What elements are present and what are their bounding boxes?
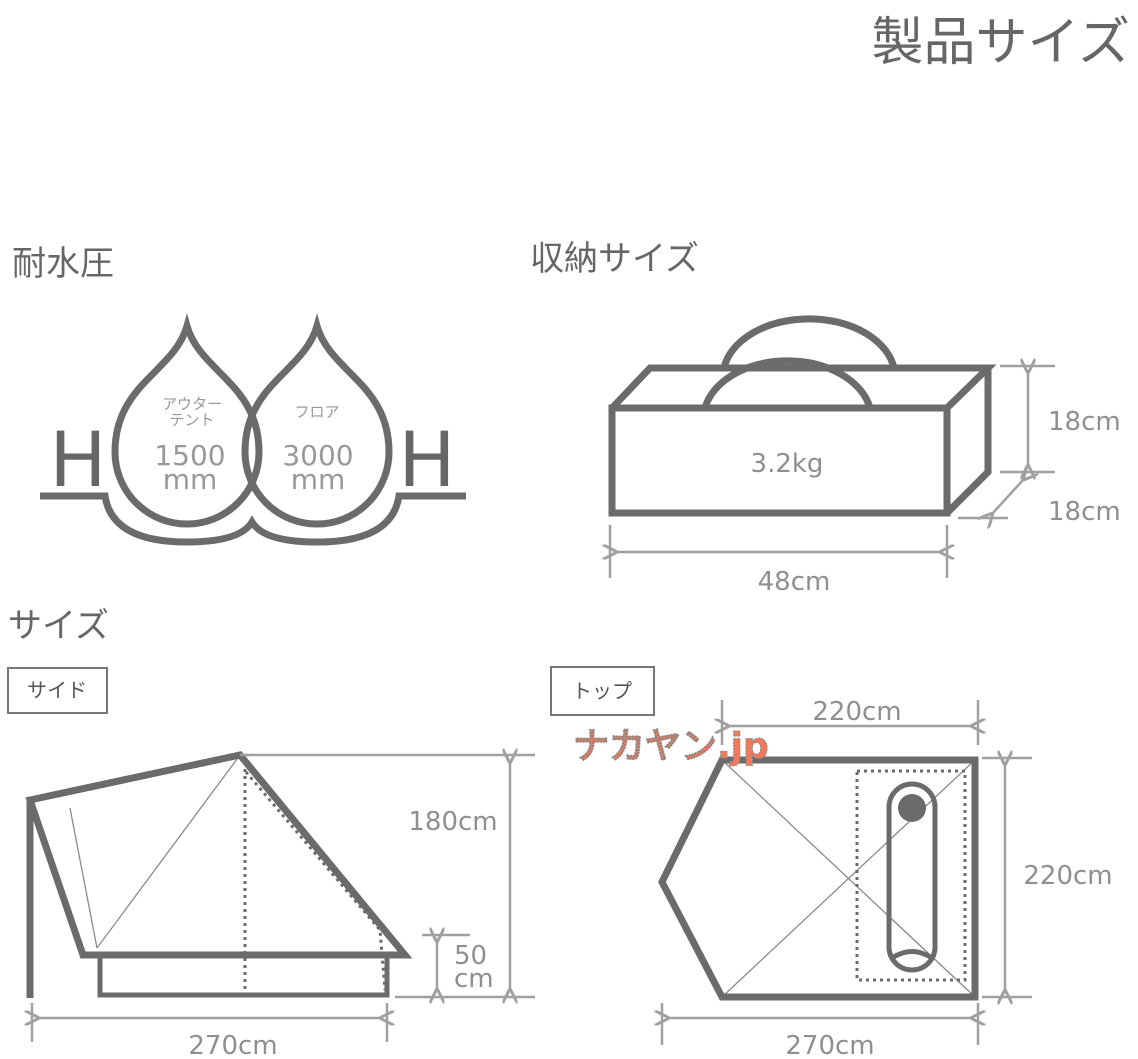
size-heading: サイズ xyxy=(8,606,109,646)
floor-height-unit: cm xyxy=(454,964,494,994)
floor-unit: mm xyxy=(291,463,346,496)
side-view-label: サイド xyxy=(27,678,87,702)
watermark: ナカヤン.jp xyxy=(573,726,769,767)
storage-section: 収納サイズ 3.2kg 18cm 18cm 48cm xyxy=(530,239,1121,597)
water-level-line xyxy=(40,492,466,546)
floor-height-value: 50 xyxy=(454,941,487,971)
bag-weight: 3.2kg xyxy=(751,449,824,479)
top-width-label: 220cm xyxy=(812,697,901,727)
side-length-label: 270cm xyxy=(188,1031,277,1059)
side-view: サイド 180cm 50 cm 270cm xyxy=(7,667,535,1059)
tent-side-outline xyxy=(25,751,413,998)
top-length-label: 270cm xyxy=(785,1031,874,1059)
bag-top-face xyxy=(609,364,997,411)
h-right-label: H xyxy=(398,415,455,504)
top-view: トップ 220cm 220cm 270cm xyxy=(550,666,1113,1059)
side-height-label: 180cm xyxy=(408,807,497,837)
floor-value: 3000 xyxy=(282,439,353,472)
outer-tent-value: 1500 xyxy=(154,439,225,472)
water-drop-outer-tent-icon xyxy=(111,313,263,528)
sleeping-bag-icon xyxy=(886,781,938,973)
bag-handle-outer xyxy=(720,315,898,369)
outer-tent-unit: mm xyxy=(163,463,218,496)
top-view-label: トップ xyxy=(572,679,632,703)
water-pressure-heading: 耐水圧 xyxy=(12,244,114,284)
floor-label: フロア xyxy=(294,403,339,421)
sleeper-head-icon xyxy=(898,794,926,822)
water-pressure-section: 耐水圧 H H アウター テント 1500 mm フロア 3000 mm xyxy=(12,244,466,546)
top-depth-label: 220cm xyxy=(1023,861,1112,891)
tent-top-outline xyxy=(658,756,979,1001)
bag-front-face xyxy=(608,404,951,517)
outer-tent-label: アウター xyxy=(162,395,222,413)
bag-depth-label: 18cm xyxy=(1048,497,1121,527)
outer-tent-label-2: テント xyxy=(169,411,214,429)
storage-heading: 収納サイズ xyxy=(530,239,699,279)
h-left-label: H xyxy=(49,415,106,504)
bag-width-label: 48cm xyxy=(758,567,831,597)
page-title: 製品サイズ xyxy=(872,13,1130,73)
bag-handle-inner xyxy=(701,357,874,409)
bag-height-label: 18cm xyxy=(1048,407,1121,437)
water-drop-floor-icon xyxy=(241,313,393,528)
